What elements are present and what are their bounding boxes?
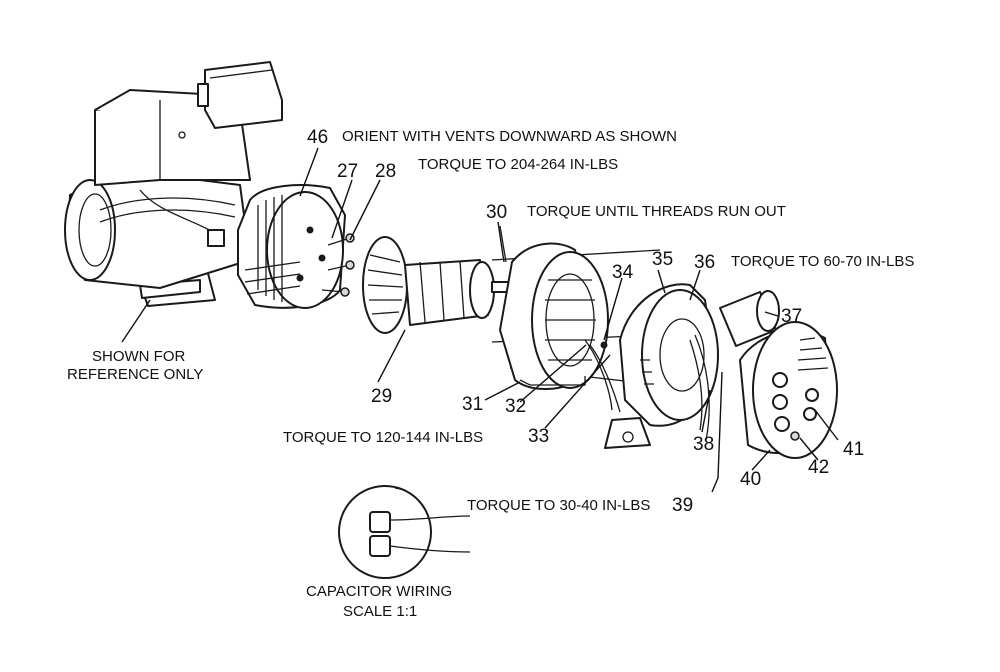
callout-30: 30 bbox=[486, 202, 508, 223]
note-shown-for: SHOWN FOR bbox=[92, 348, 186, 365]
note-reference-only: REFERENCE ONLY bbox=[67, 366, 204, 383]
note-torque-30-40: TORQUE TO 30-40 IN-LBS bbox=[467, 497, 651, 514]
part-46-adapter bbox=[237, 184, 346, 309]
part-40-cover bbox=[739, 321, 838, 459]
part-37-capacitor bbox=[719, 290, 780, 347]
part-29-fan-rotor bbox=[362, 236, 511, 334]
callout-38: 38 bbox=[693, 434, 715, 455]
callout-41: 41 bbox=[843, 439, 865, 460]
leader-lines bbox=[121, 147, 839, 493]
callout-34: 34 bbox=[612, 262, 634, 283]
callout-42: 42 bbox=[808, 457, 830, 478]
callout-37: 37 bbox=[781, 306, 803, 327]
engine-reference bbox=[64, 61, 283, 307]
callout-39: 39 bbox=[672, 495, 694, 516]
callout-46: 46 bbox=[307, 127, 329, 148]
note-scale: SCALE 1:1 bbox=[343, 603, 418, 620]
note-torque-threads: TORQUE UNTIL THREADS RUN OUT bbox=[527, 203, 786, 220]
part-31-32-stator bbox=[499, 242, 609, 390]
callout-32: 32 bbox=[505, 396, 527, 417]
note-orient-vents: ORIENT WITH VENTS DOWNWARD AS SHOWN bbox=[342, 128, 678, 145]
callout-33: 33 bbox=[528, 426, 550, 447]
callout-35: 35 bbox=[652, 249, 674, 270]
note-torque-204-264: TORQUE TO 204-264 IN-LBS bbox=[418, 156, 619, 173]
note-torque-120-144: TORQUE TO 120-144 IN-LBS bbox=[283, 429, 484, 446]
callout-36: 36 bbox=[694, 252, 716, 273]
callout-29: 29 bbox=[371, 386, 393, 407]
callout-31: 31 bbox=[462, 394, 484, 415]
part-35-36-end-housing bbox=[604, 283, 719, 449]
callout-28: 28 bbox=[375, 161, 397, 182]
note-torque-60-70: TORQUE TO 60-70 IN-LBS bbox=[731, 253, 915, 270]
capacitor-wiring-inset bbox=[338, 485, 471, 579]
callout-27: 27 bbox=[337, 161, 359, 182]
callout-40: 40 bbox=[740, 469, 762, 490]
part-27-28-bolts bbox=[321, 233, 355, 297]
note-capacitor-wiring: CAPACITOR WIRING bbox=[306, 583, 453, 600]
part-33-34-leads bbox=[584, 339, 621, 413]
